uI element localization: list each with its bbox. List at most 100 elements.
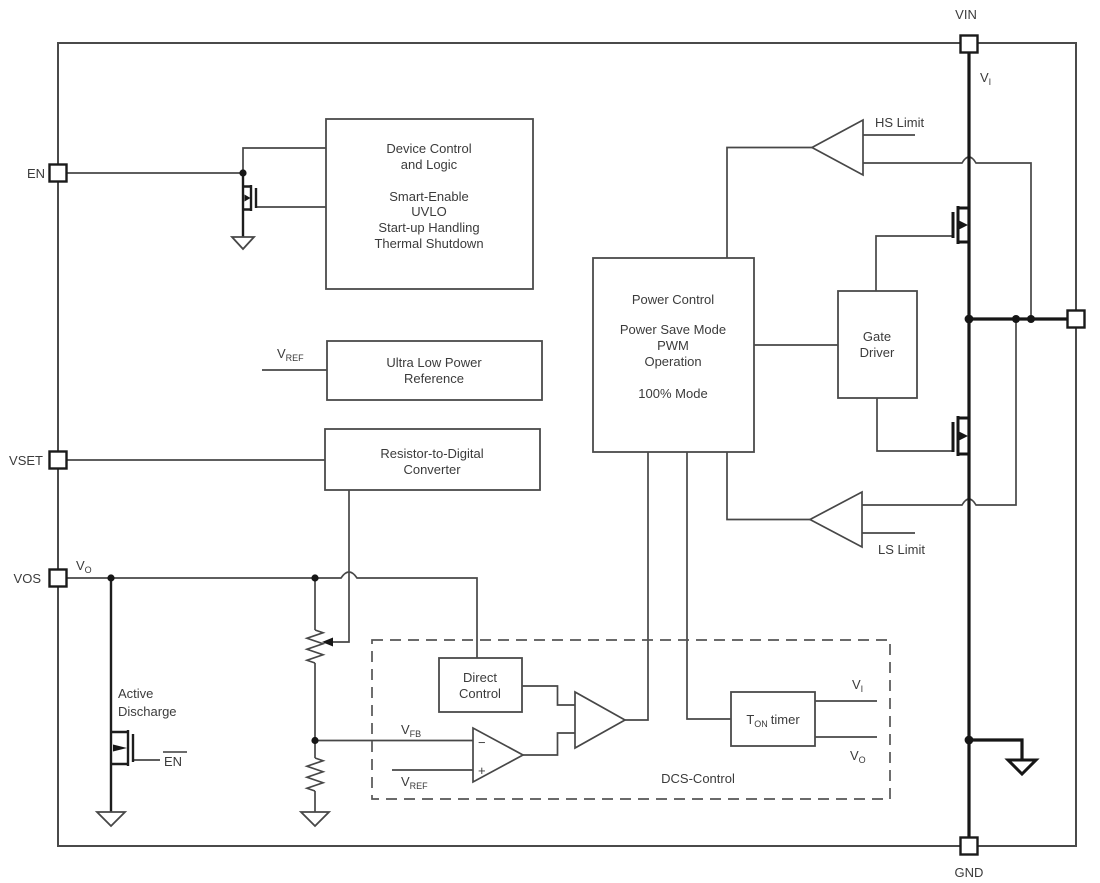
active-discharge-label-1: Active	[118, 686, 153, 701]
dcs-control-label: DCS-Control	[661, 771, 735, 786]
driver-amp	[574, 690, 627, 750]
rdc-line1: Resistor-to-Digital	[380, 446, 483, 461]
ton-vi-label: VI	[852, 677, 863, 694]
device-control-line4: UVLO	[411, 204, 446, 219]
comparator-plus: +	[478, 763, 486, 778]
junction-en	[239, 169, 247, 177]
pin-vset	[48, 450, 68, 470]
comparator-symbol	[472, 726, 525, 784]
hs-fet-bulk-arrow-icon	[959, 220, 968, 230]
dcs-control-box	[371, 639, 891, 800]
driver-amp-symbol	[574, 690, 627, 750]
ad-fet-bulk-arrow-icon	[113, 744, 127, 752]
en-fet-bulk-arrow-icon	[244, 194, 251, 202]
wiper-arrow-icon	[322, 637, 333, 647]
wire-directcontrol-out	[522, 685, 575, 706]
wire-driveramp-out	[625, 452, 649, 721]
wire-hs-gate	[875, 235, 953, 291]
ground-symbol-power	[1004, 758, 1040, 777]
ground-symbol-en	[229, 236, 257, 251]
junction-vos-divider	[311, 574, 319, 582]
comparator: − + VFB VREF	[401, 722, 525, 791]
reference-box	[326, 340, 543, 401]
hs-limit-amp-symbol	[810, 118, 864, 177]
direct-control-box	[438, 657, 523, 713]
chip-border	[57, 42, 1077, 847]
ground-symbol-divider	[298, 811, 332, 828]
wire-vos	[67, 571, 478, 658]
direct-control-line1: Direct	[463, 670, 497, 685]
ls-limit-amp-symbol	[808, 490, 863, 549]
block-gate-driver: Gate Driver	[837, 290, 918, 399]
wire-rdc-wiper	[333, 490, 350, 643]
wire-en-to-logic	[242, 147, 326, 173]
pin-vin	[959, 34, 979, 54]
power-control-line3: PWM	[657, 338, 689, 353]
low-side-mosfet	[951, 416, 969, 456]
block-direct-control: Direct Control	[438, 657, 523, 713]
pin-gnd-label: GND	[955, 865, 984, 880]
pin-gnd	[959, 836, 979, 856]
junction-dots	[107, 169, 1035, 745]
pin-en	[48, 163, 68, 183]
block-rdc: Resistor-to-Digital Converter	[324, 428, 541, 491]
wire-gnd-branch	[969, 738, 1024, 760]
wire-ton-in	[686, 452, 731, 720]
en-pulldown-mosfet	[229, 173, 258, 251]
junction-sw-hs-sense	[1027, 315, 1035, 323]
high-side-mosfet	[951, 206, 969, 244]
junction-sw	[964, 314, 974, 324]
rdc-line2: Converter	[403, 462, 461, 477]
vi-top-label: VI	[980, 70, 991, 87]
reference-line1: Ultra Low Power	[386, 355, 482, 370]
block-device-control: Device Control and Logic Smart-Enable UV…	[325, 118, 534, 290]
power-path	[967, 52, 1068, 838]
ls-limit-label: LS Limit	[878, 542, 925, 557]
pin-vin-label: VIN	[955, 7, 977, 22]
wire-cmp-out	[523, 732, 575, 756]
pin-vos	[48, 568, 68, 588]
ground-symbol-active-discharge	[94, 811, 128, 828]
junction-vos-ad	[107, 574, 115, 582]
gate-driver-line1: Gate	[863, 329, 891, 344]
power-control-line2: Power Save Mode	[620, 322, 726, 337]
vo-vos-label: VO	[76, 558, 92, 575]
device-control-line2: and Logic	[401, 157, 458, 172]
power-control-line5: 100% Mode	[638, 386, 707, 401]
power-control-box	[592, 257, 755, 453]
en-bar-label: EN	[164, 754, 182, 769]
block-power-control: Power Control Power Save Mode PWM Operat…	[592, 257, 755, 453]
vref-net-label: VREF	[277, 346, 304, 363]
rdc-box	[324, 428, 541, 491]
device-control-box	[325, 118, 534, 290]
ls-limit-amp: LS Limit	[808, 490, 925, 557]
reference-line2: Reference	[404, 371, 464, 386]
signal-wires	[67, 134, 1032, 812]
lower-resistor	[304, 757, 326, 792]
comparator-minus: −	[478, 735, 486, 750]
direct-control-line2: Control	[459, 686, 501, 701]
block-reference: Ultra Low Power Reference VREF	[277, 340, 543, 401]
ton-vo-label: VO	[850, 748, 866, 765]
hs-limit-amp: HS Limit	[810, 115, 925, 177]
device-control-line6: Thermal Shutdown	[374, 236, 483, 251]
device-control-line3: Smart-Enable	[389, 189, 468, 204]
junction-sw-ls-sense	[1012, 315, 1020, 323]
vref-cmp-label: VREF	[401, 774, 428, 791]
device-control-line1: Device Control	[386, 141, 471, 156]
device-control-line5: Start-up Handling	[378, 220, 479, 235]
pins: VIN VI EN VSET VOS VO GND	[9, 7, 1086, 880]
pin-en-label: EN	[27, 166, 45, 181]
power-control-line4: Operation	[644, 354, 701, 369]
pin-vset-label: VSET	[9, 453, 43, 468]
hs-fet-stubs	[958, 206, 969, 244]
wire-lslimit-out	[726, 452, 810, 521]
potentiometer-resistor	[304, 629, 326, 664]
dcs-control-region: DCS-Control	[371, 639, 891, 800]
gate-driver-line2: Driver	[860, 345, 895, 360]
junction-vfb	[311, 736, 319, 745]
